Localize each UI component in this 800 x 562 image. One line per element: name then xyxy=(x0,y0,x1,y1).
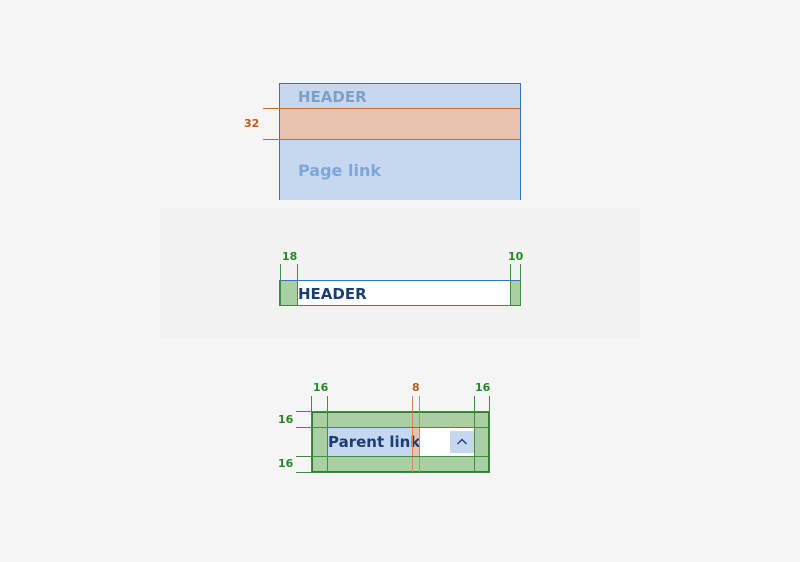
parent-link-gap xyxy=(412,428,419,456)
top-gap-label: 32 xyxy=(244,117,260,130)
middle-guide-4 xyxy=(520,264,521,306)
middle-guide-3 xyxy=(510,264,511,306)
bottom-guide-h1 xyxy=(296,411,490,412)
middle-left-padding xyxy=(280,281,297,305)
middle-left-label: 18 xyxy=(282,250,298,263)
bottom-left-label: 16 xyxy=(313,381,329,394)
middle-guide-1 xyxy=(280,264,281,306)
top-gap-line-top xyxy=(263,108,520,109)
middle-guide-2 xyxy=(297,264,298,306)
parent-link-text-bg xyxy=(328,428,412,456)
middle-right-padding xyxy=(510,281,520,305)
bottom-top-label: 16 xyxy=(278,413,294,426)
bottom-guide-v6 xyxy=(489,396,490,473)
middle-header-text: HEADER xyxy=(298,285,367,303)
bottom-guide-v3 xyxy=(412,396,413,473)
bottom-guide-h2 xyxy=(296,427,490,428)
bottom-guide-v2 xyxy=(327,396,328,473)
top-gap-line-bottom xyxy=(263,139,520,140)
middle-section-panel xyxy=(160,208,640,338)
bottom-guide-h4 xyxy=(296,472,490,473)
bottom-guide-h3 xyxy=(296,456,490,457)
page-link-text: Page link xyxy=(298,161,381,180)
bottom-right-label: 16 xyxy=(475,381,491,394)
bottom-guide-v5 xyxy=(474,396,475,473)
middle-right-label: 10 xyxy=(508,250,524,263)
middle-header-box xyxy=(279,280,521,306)
bottom-bottom-label: 16 xyxy=(278,457,294,470)
chevron-up-icon[interactable] xyxy=(450,431,474,453)
top-header-text: HEADER xyxy=(298,88,367,106)
bottom-gap-label: 8 xyxy=(412,381,420,394)
top-section xyxy=(279,83,521,200)
parent-link-text: Parent link xyxy=(328,433,421,451)
top-gap-area xyxy=(280,108,520,139)
bottom-guide-v1 xyxy=(311,396,312,473)
bottom-guide-v4 xyxy=(419,396,420,473)
